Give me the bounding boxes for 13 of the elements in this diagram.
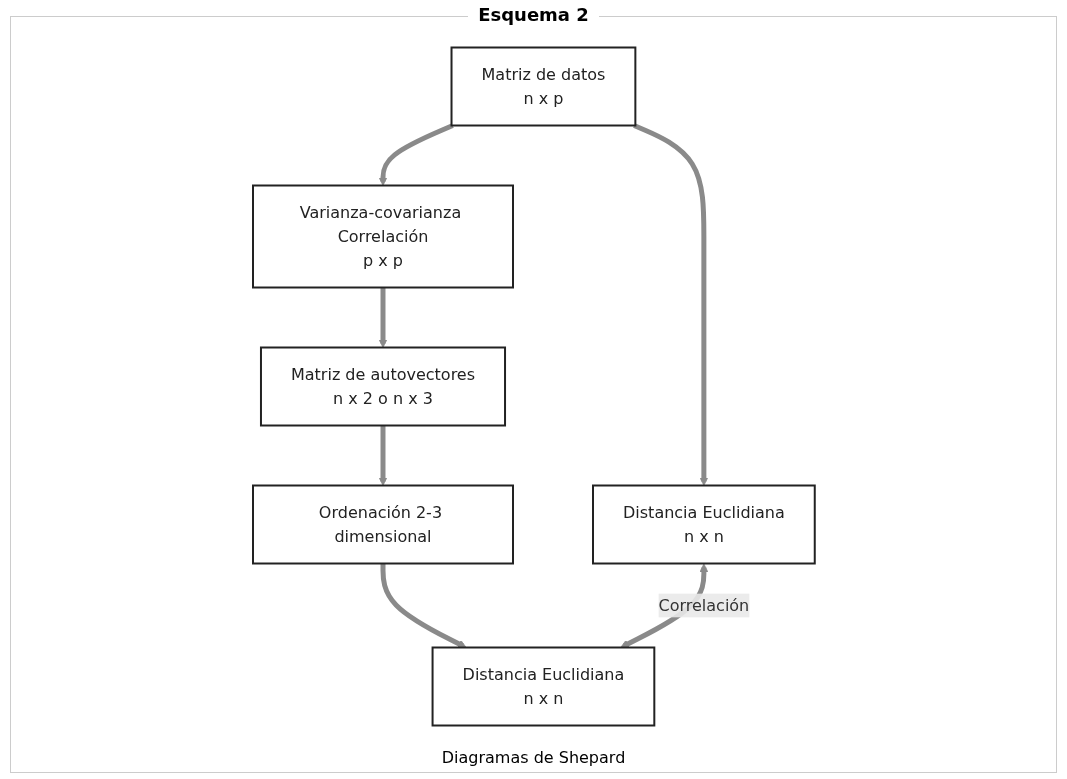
arrow [632,123,708,486]
arrow [378,123,454,186]
node-box: Varianza-covarianza Correlación p x p [251,184,514,289]
node-box: Matriz de autovectores n x 2 o n x 3 [259,346,506,427]
node-box: Distancia Euclidiana n x n [591,484,816,565]
arrow [378,425,388,486]
node-box: Distancia Euclidiana n x n [431,646,655,727]
arrow [378,287,388,348]
edge-label: Correlación [658,595,749,615]
note-text: Diagramas de Shepard [441,748,626,767]
node-box: Matriz de datos n x p [450,46,636,127]
arrow [380,563,467,648]
node-box: Ordenación 2-3 dimensional [251,484,514,565]
